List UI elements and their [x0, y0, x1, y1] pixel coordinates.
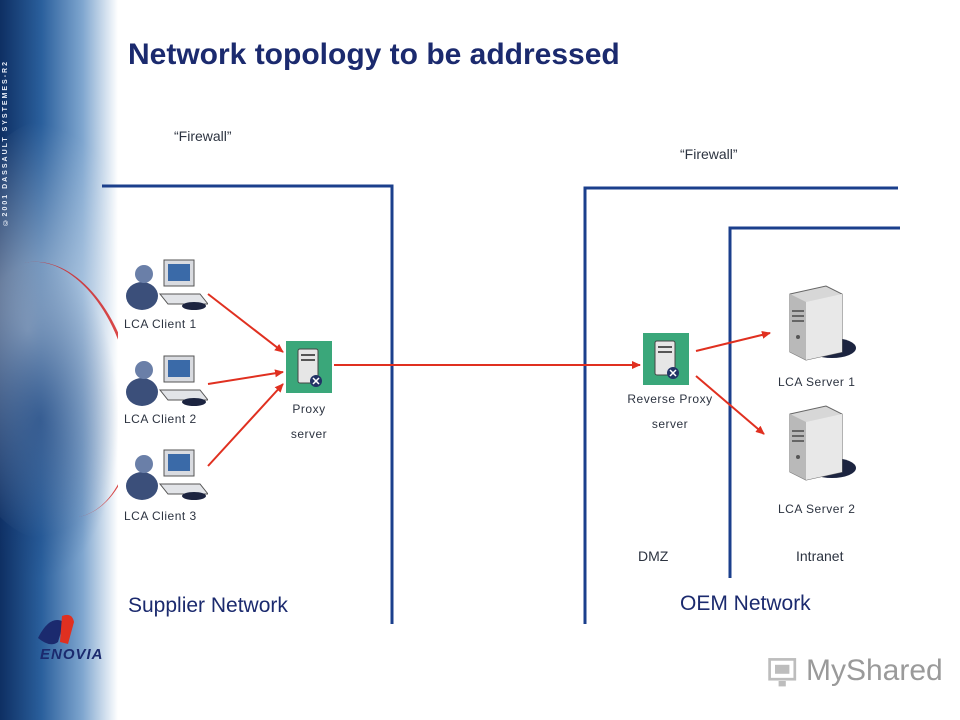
reverse-proxy-label: Reverse Proxy server — [615, 390, 725, 434]
decorative-sidebar — [0, 0, 118, 720]
supplier-firewall-boundary — [102, 184, 394, 624]
proxy-label-line1: Proxy — [292, 402, 326, 416]
firewall-label-oem: “Firewall” — [680, 146, 738, 162]
server-label-2: LCA Server 2 — [778, 502, 856, 516]
myshared-watermark: MyShared — [806, 654, 943, 687]
client-label-1: LCA Client 1 — [124, 317, 197, 331]
client-label-2: LCA Client 2 — [124, 412, 197, 426]
reverse-proxy-server-icon — [643, 333, 689, 385]
intranet-boundary — [728, 226, 900, 578]
arrow-client1-proxy — [207, 293, 284, 353]
network-label-oem: OEM Network — [680, 592, 811, 615]
proxy-label: Proxy server — [254, 400, 364, 444]
firewall-label-supplier: “Firewall” — [174, 128, 232, 144]
arrow-client3-proxy — [207, 383, 284, 467]
slide-title: Network topology to be addressed — [128, 38, 620, 71]
proxy-label-line2: server — [290, 427, 328, 441]
client-computer-icon — [126, 449, 208, 500]
network-label-supplier: Supplier Network — [128, 594, 288, 617]
proxy-server-icon — [286, 341, 332, 393]
server-label-1: LCA Server 1 — [778, 375, 856, 389]
lca-server-icon — [789, 405, 856, 481]
arrow-reverse-proxy-server2 — [695, 375, 765, 435]
zone-label-dmz: DMZ — [638, 548, 669, 564]
lca-server-icon — [789, 285, 856, 361]
oem-firewall-boundary — [583, 186, 898, 624]
client-computer-icon — [126, 355, 208, 406]
sidebar-shadow — [0, 260, 118, 580]
arrow-reverse-proxy-server1 — [695, 331, 771, 352]
zone-label-intranet: Intranet — [796, 548, 844, 564]
client-computer-icon — [126, 259, 208, 310]
enovia-logo-text: ENOVIA — [40, 646, 104, 663]
reverse-proxy-label-line2: server — [651, 417, 689, 431]
ds-logo-icon — [38, 614, 74, 645]
arrow-client2-proxy — [207, 369, 284, 385]
reverse-proxy-label-line1: Reverse Proxy — [627, 392, 713, 406]
myshared-logo-icon — [768, 658, 797, 687]
client-label-3: LCA Client 3 — [124, 509, 197, 523]
